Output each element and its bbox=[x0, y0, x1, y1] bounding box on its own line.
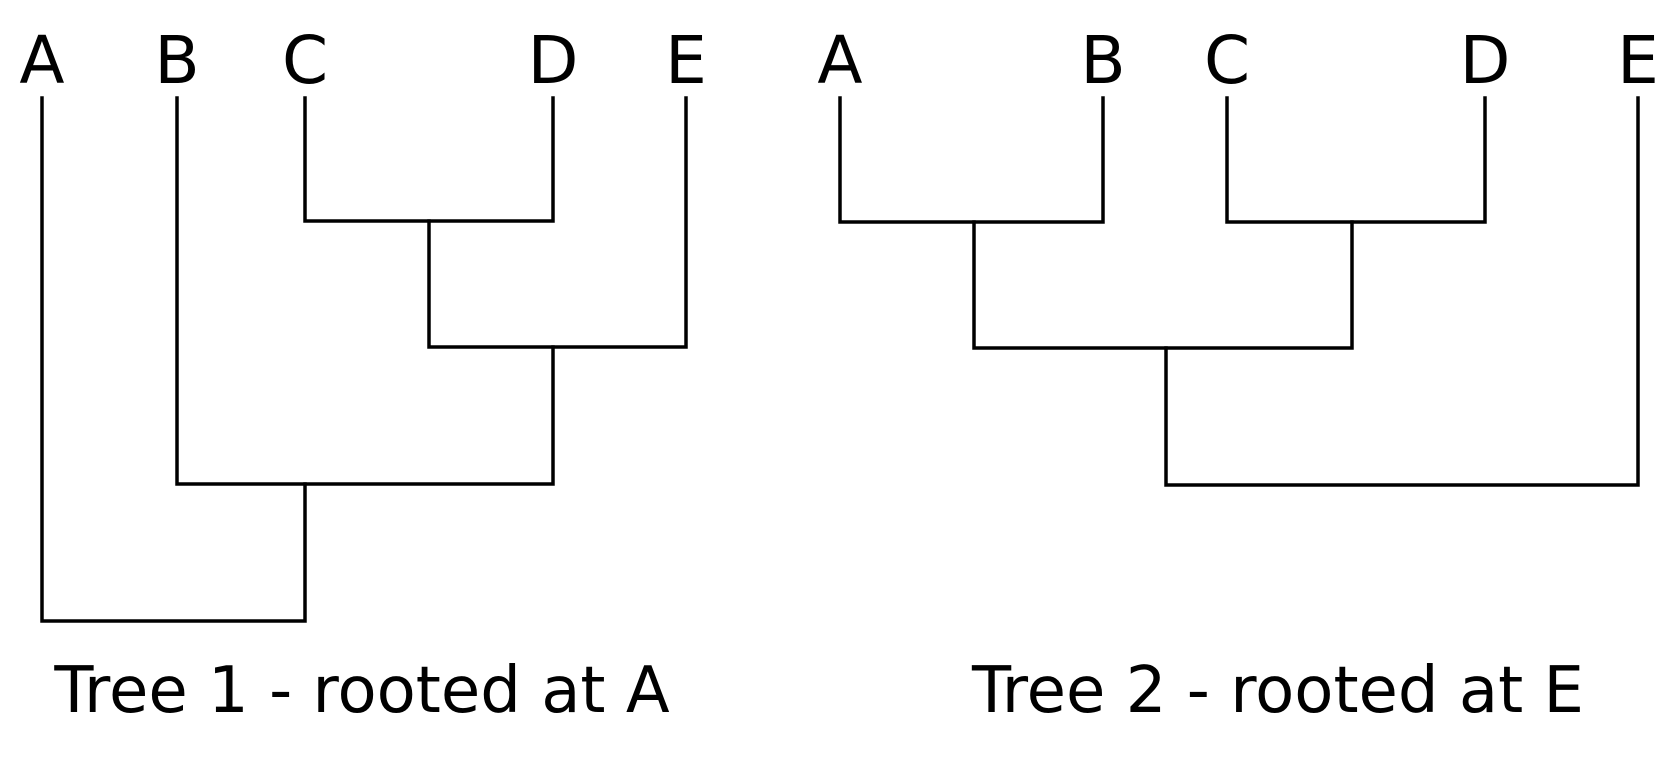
tree-1-clade-b-cde bbox=[175, 96, 555, 486]
tree-2-leaf-b: B bbox=[1080, 22, 1125, 99]
tree-1-leaf-c: C bbox=[282, 22, 328, 99]
tree-2-clade-a-b bbox=[838, 96, 1105, 224]
tree-2-caption: Tree 2 - rooted at E bbox=[971, 654, 1584, 728]
tree-2-clade-ab-cd bbox=[972, 220, 1354, 350]
tree-1-leaf-e: E bbox=[665, 22, 707, 99]
tree-2-root bbox=[1164, 96, 1640, 487]
tree-1-leaf-b: B bbox=[154, 22, 199, 99]
tree-1-clade-cd-e bbox=[427, 96, 688, 349]
tree-1: A B C D E Tree 1 - rooted at A bbox=[19, 22, 706, 728]
tree-1-root bbox=[40, 96, 307, 623]
tree-2-leaf-a: A bbox=[817, 22, 862, 99]
tree-1-leaf-d: D bbox=[528, 22, 579, 99]
tree-2-leaf-e: E bbox=[1617, 22, 1659, 99]
tree-2-leaf-c: C bbox=[1204, 22, 1250, 99]
tree-2-clade-c-d bbox=[1225, 96, 1487, 224]
tree-1-caption: Tree 1 - rooted at A bbox=[53, 654, 670, 728]
tree-1-leaf-a: A bbox=[19, 22, 64, 99]
tree-2: A B C D E Tree 2 - rooted at E bbox=[817, 22, 1658, 728]
tree-1-clade-c-d bbox=[303, 96, 555, 223]
tree-2-leaf-d: D bbox=[1460, 22, 1511, 99]
